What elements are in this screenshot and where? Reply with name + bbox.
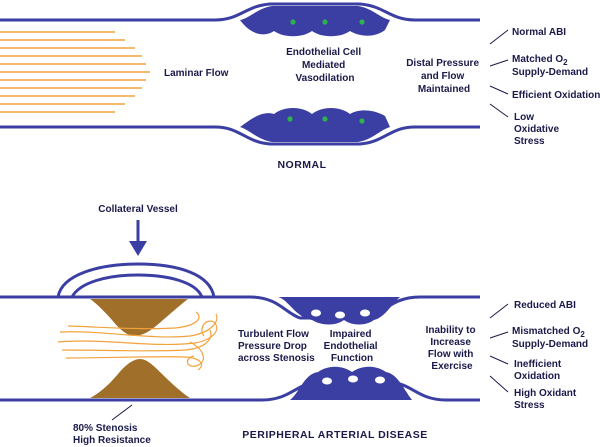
- pad-outcomes: Reduced ABI Mismatched O2 Supply-Demand …: [489, 300, 588, 411]
- plaque-top: [90, 299, 188, 336]
- laminar-flow-label: Laminar Flow: [164, 68, 229, 79]
- pad-cell-vacuole: [360, 309, 370, 317]
- normal-outcomes: Normal ABI Matched O2 Supply-Demand Effi…: [489, 27, 600, 147]
- normal-vessel-bottom-wall: [0, 125, 480, 146]
- collateral-vessel-outer: [56, 262, 216, 298]
- distal-pressure-label: Distal Pressure and Flow Maintained: [406, 58, 482, 95]
- normal-cell-nucleus: [287, 116, 293, 122]
- pad-endothelial-cells-top: [278, 297, 400, 325]
- normal-caption: NORMAL: [277, 159, 326, 171]
- pad-caption: PERIPHERAL ARTERIAL DISEASE: [242, 429, 427, 441]
- pad-outcome-stress: High Oxidant Stress: [514, 388, 579, 411]
- normal-outcome-oxidation: Efficient Oxidation: [512, 90, 600, 101]
- stenosis-label: 80% Stenosis High Resistance: [73, 423, 151, 446]
- normal-panel: Laminar Flow Endothelial Cell Mediated V…: [0, 2, 600, 171]
- pad-panel: Collateral Vessel: [0, 204, 588, 446]
- pad-outcome-oxygen: Mismatched O2 Supply-Demand: [512, 326, 588, 350]
- pad-vessel-top-wall: [0, 295, 480, 320]
- laminar-flow-lines: [0, 31, 150, 113]
- collateral-arrow: [129, 220, 147, 256]
- stenosis-pointer: [111, 404, 133, 421]
- normal-cell-nucleus: [322, 19, 328, 25]
- normal-endothelial-cells-top: [240, 6, 390, 37]
- normal-cell-nucleus: [322, 116, 328, 122]
- normal-cell-nucleus: [359, 19, 365, 25]
- collateral-vessel-label: Collateral Vessel: [98, 204, 178, 215]
- turbulent-flow-lines: [57, 311, 218, 371]
- normal-cell-nucleus: [290, 19, 296, 25]
- turbulent-flow-label: Turbulent Flow Pressure Drop across Sten…: [238, 329, 315, 364]
- normal-endothelial-cells-bottom: [240, 108, 390, 142]
- pad-outcome-oxidation: Inefficient Oxidation: [514, 359, 564, 382]
- normal-outcome-stress: Low Oxidative Stress: [514, 112, 562, 147]
- normal-cell-nucleus: [359, 118, 365, 124]
- pad-cell-vacuole: [311, 309, 321, 317]
- pad-endothelial-cells-bottom: [290, 366, 412, 400]
- pad-cell-vacuole: [335, 311, 345, 319]
- exercise-flow-label: Inability to Increase Flow with Exercise: [426, 325, 479, 372]
- pad-outcome-abi: Reduced ABI: [514, 300, 576, 311]
- endothelial-vasodilation-label: Endothelial Cell Mediated Vasodilation: [286, 47, 364, 84]
- pad-cell-vacuole: [375, 376, 385, 384]
- pad-cell-vacuole: [348, 375, 358, 383]
- normal-outcome-oxygen: Matched O2 Supply-Demand: [512, 54, 588, 78]
- impaired-endothelial-label: Impaired Endothelial Function: [324, 329, 381, 364]
- pad-cell-vacuole: [322, 377, 332, 385]
- normal-outcome-abi: Normal ABI: [512, 27, 566, 38]
- normal-vessel-top-wall: [0, 2, 480, 22]
- collateral-vessel-inner: [70, 273, 204, 298]
- plaque-bottom: [90, 359, 190, 398]
